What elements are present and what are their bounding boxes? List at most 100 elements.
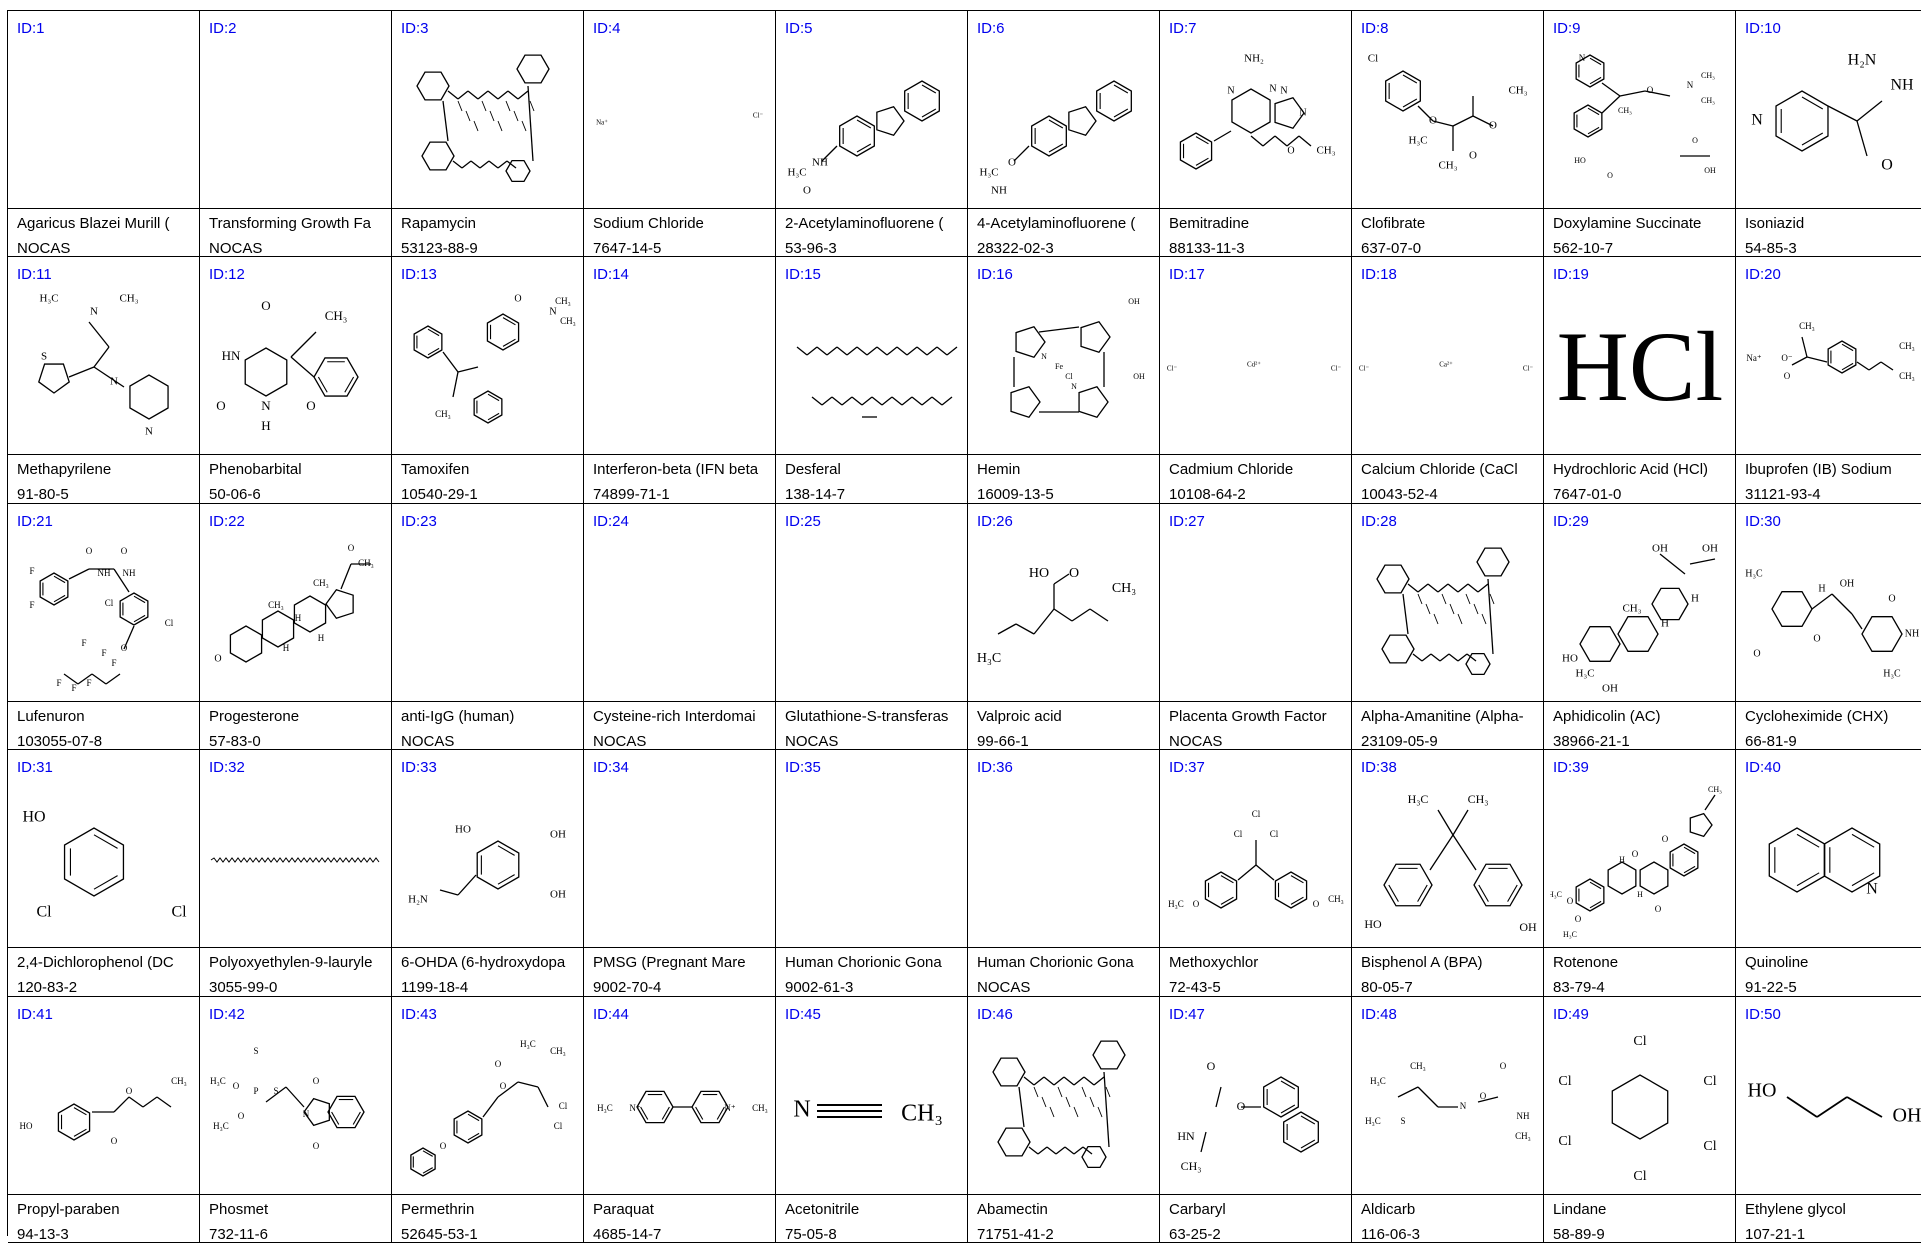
cas-number: 38966-21-1 <box>1553 732 1630 750</box>
atom-label: O <box>495 1059 502 1069</box>
atom-label: Na⁺ <box>596 119 608 127</box>
atom-label: CH₃ <box>555 296 571 306</box>
label-box: Placenta Growth Factor NOCAS <box>1160 700 1351 749</box>
atom-label: O <box>1647 85 1654 95</box>
compound-id: ID:38 <box>1361 759 1397 777</box>
label-box: Doxylamine Succinate 562-10-7 <box>1544 208 1735 256</box>
label-box: Tamoxifen 10540-29-1 <box>392 454 583 503</box>
atom-label: O <box>1480 1091 1487 1101</box>
atom-label: CH₃ <box>1799 321 1815 331</box>
label-box: Sodium Chloride 7647-14-5 <box>584 208 775 256</box>
atom-label: O <box>1287 145 1294 156</box>
compound-id: ID:32 <box>209 759 245 777</box>
atom-label: H₃C <box>1563 930 1577 939</box>
compound-cell-40: ID:40 N Quinoline 91-22-5 <box>1736 750 1921 997</box>
atom-label: H₃C <box>1370 1076 1386 1086</box>
compound-cell-25: ID:25 Glutathione-S-transferas NOCAS <box>776 503 968 751</box>
atom-label: Cd²⁺ <box>1247 361 1261 369</box>
label-box: Hydrochloric Acid (HCl) 7647-01-0 <box>1544 454 1735 503</box>
label-box: Aphidicolin (AC) 38966-21-1 <box>1544 700 1735 750</box>
label-box: Lindane 58-89-9 <box>1544 1193 1735 1243</box>
compound-id: ID:39 <box>1553 759 1589 777</box>
label-box: Phosmet 732-11-6 <box>200 1193 391 1242</box>
cas-number: 53-96-3 <box>785 240 837 257</box>
compound-name: Methapyrilene <box>17 461 112 479</box>
compound-name: Interferon-beta (IFN beta <box>593 461 759 479</box>
label-box: Interferon-beta (IFN beta 74899-71-1 <box>584 454 775 504</box>
atom-label: O <box>1069 566 1079 581</box>
compound-cell-28: ID:28 Alpha-Amanitine (Alpha- 23109-05-9 <box>1352 503 1544 751</box>
atom-label: HN <box>222 348 241 363</box>
atom-label: CH₃ <box>752 1103 768 1113</box>
cas-number: 16009-13-5 <box>977 486 1054 504</box>
atom-label: O <box>1655 904 1662 914</box>
compound-cell-3: ID:3 Rapamycin 53123-88-9 <box>392 11 584 258</box>
compound-name: Methoxychlor <box>1169 954 1259 972</box>
atom-label: CH₃ <box>901 1100 943 1126</box>
label-box: Progesterone 57-83-0 <box>200 700 391 749</box>
compound-id: ID:25 <box>785 512 821 530</box>
atom-label: O <box>1008 157 1016 169</box>
compound-cell-18: ID:18 Cl⁻Ca²⁺Cl⁻ Calcium Chloride (CaCl … <box>1352 257 1544 504</box>
label-box: Ethylene glycol 107-21-1 <box>1736 1193 1921 1242</box>
compound-id: ID:18 <box>1361 266 1397 284</box>
atom-label: O <box>1607 171 1613 180</box>
atom-label: F <box>101 648 106 658</box>
atom-label: O <box>86 546 93 556</box>
atom-label: O <box>1632 849 1639 859</box>
cas-number: 74899-71-1 <box>593 486 670 504</box>
atom-label: H₃C <box>1168 899 1184 909</box>
cas-number: 58-89-9 <box>1553 1225 1605 1243</box>
atom-label: N <box>793 1096 810 1122</box>
label-box: 4-Acetylaminofluorene ( 28322-02-3 <box>968 208 1159 256</box>
atom-label: Cl <box>1633 1169 1646 1184</box>
label-box: Bisphenol A (BPA) 80-05-7 <box>1352 947 1543 996</box>
compound-cell-36: ID:36 Human Chorionic Gona NOCAS <box>968 750 1160 997</box>
label-box: anti-IgG (human) NOCAS <box>392 700 583 749</box>
cas-number: NOCAS <box>785 732 839 750</box>
structure-image <box>782 534 962 699</box>
atom-label: N <box>1751 112 1763 129</box>
atom-label: CH₃ <box>1508 85 1527 97</box>
label-box: Ibuprofen (IB) Sodium 31121-93-4 <box>1736 454 1921 503</box>
compound-id: ID:15 <box>785 266 821 284</box>
compound-name: Sodium Chloride <box>593 215 704 232</box>
cas-number: 28322-02-3 <box>977 240 1054 257</box>
cas-number: NOCAS <box>209 240 263 257</box>
atom-label: O <box>1237 1098 1246 1112</box>
compound-id: ID:33 <box>401 759 437 777</box>
label-box: Agaricus Blazei Murill ( NOCAS <box>8 208 199 256</box>
structure-image <box>398 534 578 699</box>
compound-cell-32: ID:32 Polyoxyethylen-9-lauryle 3055-99-0 <box>200 750 392 997</box>
label-box: Human Chorionic Gona NOCAS <box>968 947 1159 996</box>
compound-id: ID:19 <box>1553 266 1589 284</box>
atom-label: H₃C <box>210 1076 226 1086</box>
atom-label: S <box>273 1086 278 1096</box>
label-box: PMSG (Pregnant Mare 9002-70-4 <box>584 947 775 996</box>
atom-label: O <box>214 653 221 664</box>
macrocycle-icon <box>974 1027 1154 1192</box>
compound-name: Human Chorionic Gona <box>977 954 1134 972</box>
atom-label: Cl <box>1065 372 1073 381</box>
atom-label: CH₃ <box>268 600 284 610</box>
atom-label: O <box>111 1136 118 1146</box>
label-box: Calcium Chloride (CaCl 10043-52-4 <box>1352 454 1543 503</box>
atom-label: Cl⁻ <box>1167 365 1178 373</box>
atom-label: O <box>313 1141 320 1151</box>
atom-label: O <box>1662 834 1669 844</box>
atom-label: O <box>1429 115 1437 127</box>
